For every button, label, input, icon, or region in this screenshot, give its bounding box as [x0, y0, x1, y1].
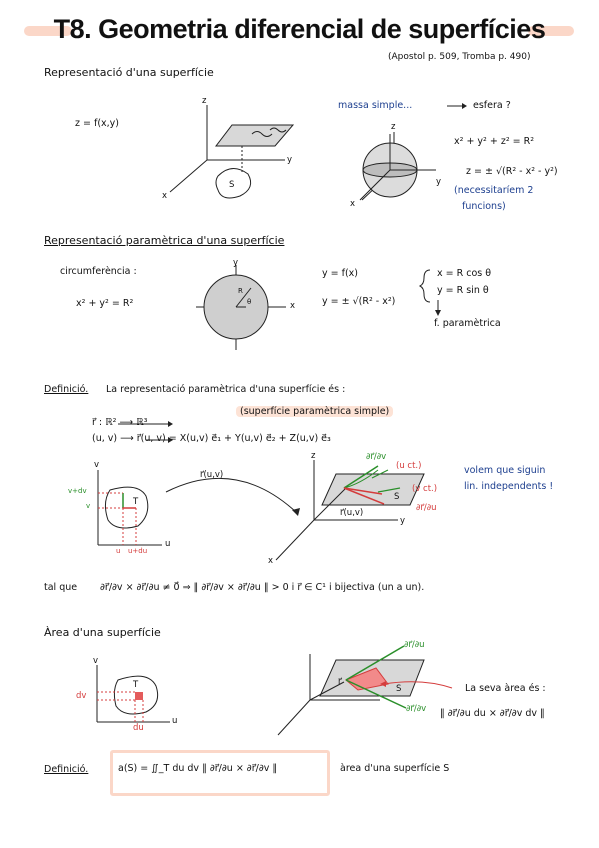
- blue-independent-2: lin. independents !: [464, 481, 554, 492]
- sec4-r: r⃗: [338, 677, 342, 687]
- sec3-axis-u: u: [165, 539, 171, 549]
- sec1-axis-x: x: [162, 191, 168, 201]
- definition-label-2: Definició.: [44, 764, 89, 775]
- v-mark: v: [86, 502, 91, 510]
- map-definition: (u, v) ⟶ r⃗(u, v) = X(u,v) e⃗₁ + Y(u,v) …: [92, 433, 331, 444]
- definition-box: [110, 750, 330, 796]
- y-equals-fx: y = f(x): [322, 268, 359, 279]
- area-definition-label: àrea d'una superfície S: [340, 763, 450, 774]
- sec2-axis-y: y: [233, 258, 239, 268]
- sphere-equation: x² + y² + z² = R²: [454, 136, 535, 147]
- dr-dv-label: ∂r⃗/∂v: [366, 452, 387, 462]
- area-domain: [113, 675, 159, 715]
- sec3-r-uv-point: r⃗(u,v): [340, 508, 364, 518]
- sec4-axis-v: v: [93, 656, 99, 666]
- sec4-du: du: [133, 723, 144, 733]
- x-param: x = R cos θ: [437, 268, 492, 279]
- sphere-axis-x: x: [350, 199, 356, 209]
- definition-text-1: La representació paramètrica d'una super…: [106, 384, 346, 395]
- sphere-axis-z: z: [391, 122, 396, 132]
- blue-need-1: (necessitaríem 2: [454, 185, 534, 196]
- sec2-axis-x: x: [290, 301, 296, 311]
- map-r2-r3: r⃗ : ℝ² ⟶ ℝ³: [92, 417, 148, 428]
- sec1-region-s: S: [229, 180, 235, 190]
- uv-domain: [104, 486, 149, 529]
- definition-label-1: Definició.: [44, 384, 89, 395]
- y-param: y = R sin θ: [437, 285, 489, 296]
- sphere-question: esfera ?: [473, 100, 511, 111]
- theta-label: θ: [247, 298, 252, 306]
- domain-T: T: [133, 497, 139, 507]
- circumference-label: circumferència :: [60, 266, 137, 277]
- y-plusminus: y = ± √(R² - x²): [322, 296, 396, 307]
- circle-equation: x² + y² = R²: [76, 298, 134, 309]
- v-plus-dv: v+dv: [68, 487, 87, 495]
- u-plus-du: u+du: [128, 547, 148, 555]
- sec3-surface-S: S: [394, 492, 400, 502]
- simple-surface-note: (superfície paramètrica simple): [236, 406, 394, 417]
- section1-heading: Representació d'una superfície: [44, 66, 214, 79]
- eq-z-fxy: z = f(x,y): [75, 118, 120, 129]
- sec1-axis-y: y: [287, 155, 293, 165]
- reference: (Apostol p. 509, Tromba p. 490): [388, 52, 531, 62]
- page-title: T8. Geometria diferencial de superfícies: [53, 14, 546, 44]
- dr-du-label: ∂r⃗/∂u: [416, 503, 437, 513]
- sec3-surface: [321, 473, 425, 506]
- sec3-axis-v: v: [94, 460, 100, 470]
- blue-need-2: funcions): [462, 201, 506, 212]
- sec4-T: T: [133, 680, 139, 690]
- sec1-axis-z: z: [202, 96, 207, 106]
- sec1-squiggle: [251, 131, 273, 137]
- section2-heading: Representació paramètrica d'una superfíc…: [44, 234, 285, 247]
- f-parametric: f. paramètrica: [434, 318, 501, 329]
- sec4-dr-dv: ∂r⃗/∂v: [406, 704, 427, 714]
- u-constant: (u ct.): [396, 461, 422, 471]
- section4-heading: Àrea d'una superfície: [44, 626, 161, 639]
- blue-note-simple: massa simple...: [338, 100, 413, 111]
- blue-independent-1: volem que siguin: [464, 465, 546, 476]
- sec1-axes: [169, 105, 285, 193]
- sec4-dv: dv: [76, 691, 87, 701]
- radius-label: R: [238, 287, 243, 295]
- sec3-axis-x: x: [268, 556, 274, 566]
- sec3-axis-y: y: [400, 516, 406, 526]
- v-constant: (v ct.): [412, 484, 438, 494]
- title-highlight-right: [528, 26, 574, 36]
- condition-prefix: tal que: [44, 582, 78, 593]
- sec1-squiggle-2: [269, 127, 287, 133]
- sec3-axis-z: z: [311, 451, 316, 461]
- condition-text: ∂r⃗/∂v × ∂r⃗/∂u ≠ 0⃗ ⇒ ‖ ∂r⃗/∂v × ∂r⃗/∂u…: [100, 582, 425, 593]
- sec4-axis-u: u: [172, 716, 178, 726]
- r-uv-label: r⃗(u,v): [200, 470, 224, 480]
- sphere-axis-y: y: [436, 177, 442, 187]
- title-highlight-left: [24, 26, 72, 36]
- area-text: La seva àrea és :: [465, 683, 546, 694]
- area-expression: ‖ ∂r⃗/∂u du × ∂r⃗/∂v dv ‖: [440, 708, 545, 719]
- sec1-region: [215, 168, 252, 199]
- sec1-surface: [214, 124, 295, 147]
- area-formula: a(S) = ∬_T du dv ‖ ∂r⃗/∂u × ∂r⃗/∂v ‖: [118, 763, 278, 774]
- sphere-z-solution: z = ± √(R² - x² - y²): [466, 166, 558, 177]
- u-mark: u: [116, 547, 121, 555]
- sec4-S: S: [396, 684, 402, 694]
- sec4-dr-du: ∂r⃗/∂u: [404, 640, 425, 650]
